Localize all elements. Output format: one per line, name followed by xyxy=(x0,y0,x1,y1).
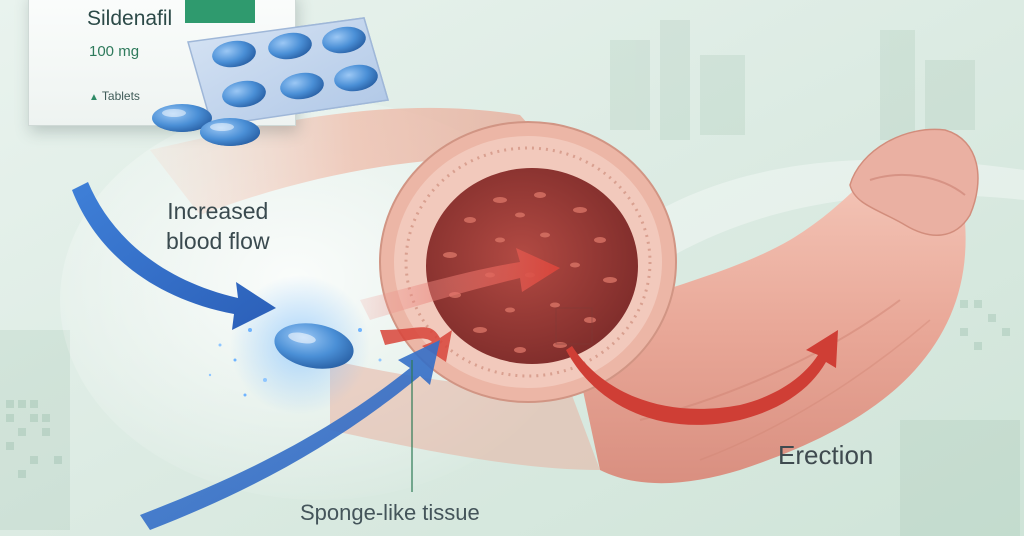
tablets-text: Tablets xyxy=(101,89,140,103)
background-grid-squares xyxy=(6,300,1010,478)
tunica-texture xyxy=(404,146,652,378)
box-brand-band xyxy=(185,0,255,23)
blood-flow-label: Increased blood flow xyxy=(166,196,270,256)
blood-flow-label-line1: Increased xyxy=(167,198,269,224)
triangle-icon: ▲ xyxy=(89,92,99,103)
glans xyxy=(849,128,979,236)
blood-flow-arrow-main xyxy=(360,248,560,320)
tablets-label: ▲Tablets xyxy=(89,89,140,103)
drug-name: Sildenafil xyxy=(87,7,173,30)
dissolving-pill xyxy=(274,323,354,369)
blood-flow-arrow-blue-top xyxy=(72,182,276,330)
shaft-vein-2 xyxy=(699,319,931,461)
drug-dose: 100 mg xyxy=(89,43,140,60)
medication-box: Sildenafil 100 mg ▲Tablets xyxy=(28,0,296,126)
detail-marker-box xyxy=(555,307,593,345)
sponge-tissue-label: Sponge-like tissue xyxy=(300,500,480,525)
blood-flow-label-line2: blood flow xyxy=(166,228,270,254)
glans-rim xyxy=(869,174,966,196)
background-city-pattern xyxy=(0,20,1020,536)
penis-shaft xyxy=(570,170,966,484)
blood-flow-arrow-blue-bottom xyxy=(140,340,440,530)
erection-arrow xyxy=(566,330,838,425)
erection-label: Erection xyxy=(778,440,874,470)
